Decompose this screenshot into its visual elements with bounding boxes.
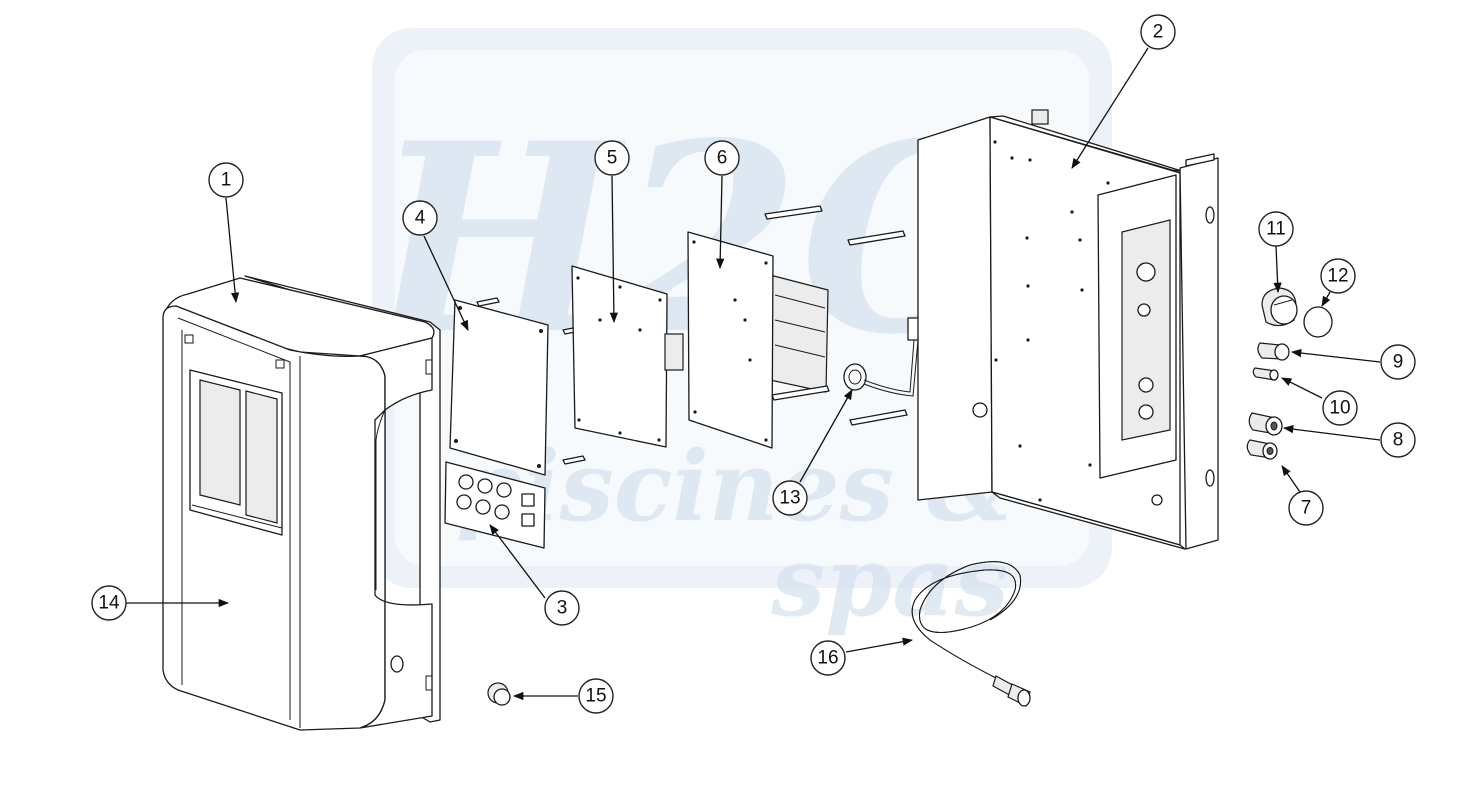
svg-text:10: 10 bbox=[1329, 398, 1350, 419]
callout-16: 16 bbox=[810, 640, 846, 676]
svg-text:11: 11 bbox=[1266, 219, 1286, 240]
callout-7: 7 bbox=[1288, 490, 1324, 526]
callout-14: 14 bbox=[91, 585, 127, 621]
callout-1: 1 bbox=[208, 162, 244, 198]
svg-text:1: 1 bbox=[221, 170, 232, 191]
pcb5-holes bbox=[576, 276, 662, 442]
callout-2: 2 bbox=[1140, 14, 1176, 50]
part-9 bbox=[1257, 342, 1290, 361]
part-8 bbox=[1248, 412, 1283, 436]
svg-text:12: 12 bbox=[1327, 266, 1348, 287]
callouts: 1 2 3 4 5 6 7 8 bbox=[91, 14, 1416, 714]
svg-text:4: 4 bbox=[415, 208, 426, 229]
pcb-board-6 bbox=[687, 231, 829, 449]
svg-text:14: 14 bbox=[98, 593, 120, 614]
button-board-3 bbox=[444, 461, 546, 549]
callout-6: 6 bbox=[704, 140, 740, 176]
callout-4: 4 bbox=[402, 200, 438, 236]
svg-text:5: 5 bbox=[607, 148, 618, 169]
back-housing-2 bbox=[917, 109, 1219, 550]
svg-text:13: 13 bbox=[779, 488, 800, 509]
housing-screw-dots bbox=[993, 140, 1110, 502]
svg-text:8: 8 bbox=[1393, 430, 1404, 451]
callout-13: 13 bbox=[772, 480, 808, 516]
pcb-board-4 bbox=[449, 297, 586, 476]
knob-11 bbox=[1261, 287, 1298, 327]
svg-text:7: 7 bbox=[1301, 498, 1312, 519]
svg-text:6: 6 bbox=[717, 148, 728, 169]
plug-15 bbox=[487, 682, 511, 706]
callout-11: 11 bbox=[1258, 211, 1294, 247]
callout-5: 5 bbox=[594, 140, 630, 176]
part-10 bbox=[1252, 367, 1279, 381]
svg-text:16: 16 bbox=[817, 648, 838, 669]
svg-text:3: 3 bbox=[557, 598, 568, 619]
standoff-rods bbox=[764, 205, 908, 426]
callout-8: 8 bbox=[1380, 422, 1416, 458]
svg-text:2: 2 bbox=[1153, 22, 1164, 43]
front-cover bbox=[162, 275, 441, 731]
pcb-board-5 bbox=[571, 265, 684, 448]
callout-12: 12 bbox=[1320, 258, 1356, 294]
watermark-line2: spas bbox=[770, 525, 1008, 638]
cable-16 bbox=[911, 561, 1031, 707]
leader-lines bbox=[126, 47, 1381, 701]
small-parts bbox=[487, 287, 1333, 706]
svg-text:9: 9 bbox=[1393, 352, 1404, 373]
callout-10: 10 bbox=[1322, 390, 1358, 426]
callout-9: 9 bbox=[1380, 344, 1416, 380]
cap-12 bbox=[1303, 306, 1333, 338]
callout-3: 3 bbox=[544, 590, 580, 626]
callout-15: 15 bbox=[578, 678, 614, 714]
part-7 bbox=[1246, 439, 1278, 460]
svg-text:15: 15 bbox=[585, 686, 606, 707]
